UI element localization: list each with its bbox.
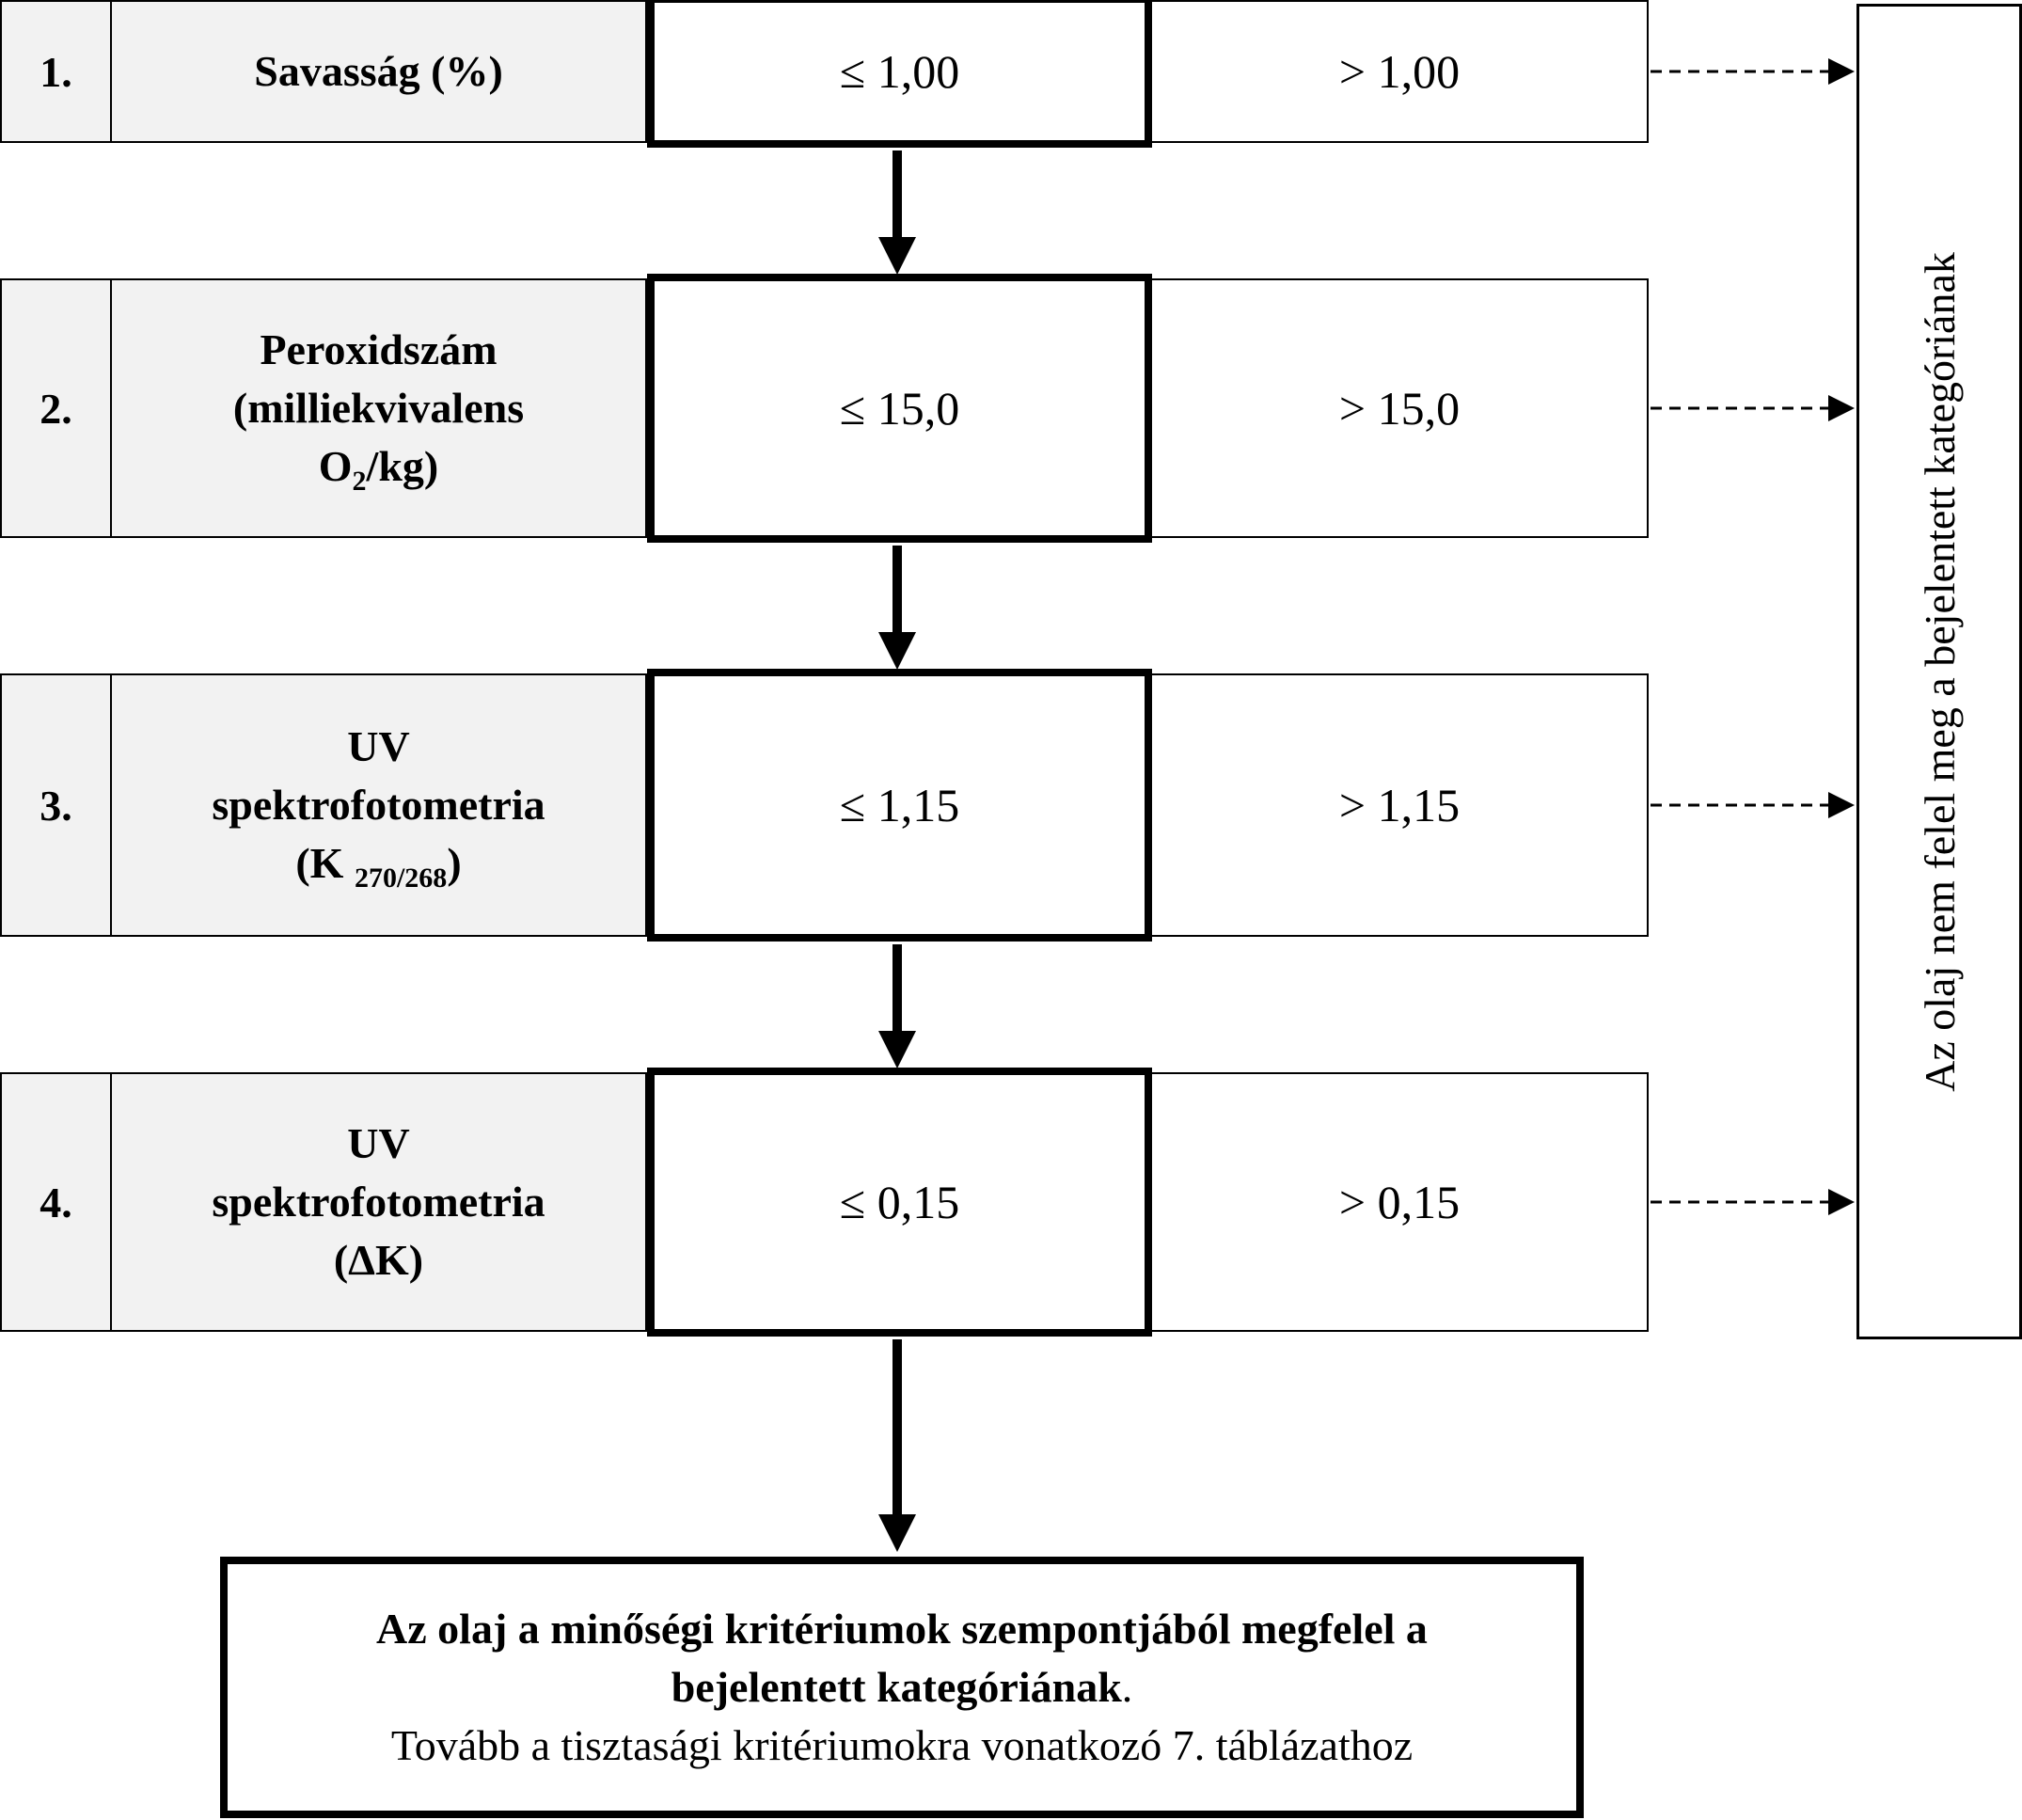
criterion-label: UV spektrofotometria (ΔK) [110,1072,647,1332]
down-arrow [878,1339,916,1552]
fail-threshold-box: > 15,0 [1150,278,1649,538]
reject-arrow [1651,1189,1855,1215]
formula-unit: /kg) [366,442,439,490]
result-normal-line: Tovább a tisztasági kritériumokra vonatk… [390,1721,1414,1769]
criterion-line: spektrofotometria [212,1178,545,1226]
fail-threshold-box: > 1,15 [1150,673,1649,937]
reject-arrow [1651,58,1855,85]
reject-arrow [1651,395,1855,421]
result-bold-line-2: bejelentett kategóriának. [671,1658,1133,1717]
criterion-label: UV spektrofotometria (K 270/268) [110,673,647,937]
pass-threshold-box: ≤ 0,15 [647,1068,1152,1337]
result-bold-line: Az olaj a minőségi kritériumok szempontj… [376,1605,1428,1653]
criterion-line: (milliekvivalens [232,384,525,432]
result-period: . [1121,1663,1133,1711]
row-number: 1. [0,0,112,143]
criterion-label: Peroxidszám (milliekvivalens O2/kg) [110,278,647,538]
down-arrow [878,546,916,670]
criterion-line: O2/kg) [319,437,438,496]
criterion-line: spektrofotometria [212,781,545,829]
criterion-line: Peroxidszám [260,325,498,373]
criterion-line: (ΔK) [333,1236,424,1284]
criterion-label: Savasság (%) [110,0,647,143]
result-box: Az olaj a minőségi kritériumok szempontj… [220,1557,1584,1818]
criterion-row-2: 2. Peroxidszám (milliekvivalens O2/kg) ≤… [0,274,1649,543]
rejection-text: Az olaj nem felel meg a bejelentett kate… [1915,251,1964,1092]
reject-arrow [1651,792,1855,818]
down-arrow [878,944,916,1068]
formula-k: (K [295,839,355,887]
pass-threshold-box: ≤ 1,15 [647,669,1152,942]
formula-close: ) [447,839,462,887]
row-number: 3. [0,673,112,937]
rejection-box: Az olaj nem felel meg a bejelentett kate… [1856,4,2022,1339]
criterion-line: UV [347,1119,410,1167]
result-bold-text: bejelentett kategóriának [671,1663,1122,1711]
formula-subscript: 270/268 [354,863,448,894]
criterion-line: UV [347,722,410,770]
row-number: 4. [0,1072,112,1332]
formula-subscript: 2 [352,466,367,498]
fail-threshold-box: > 0,15 [1150,1072,1649,1332]
formula-o: O [318,442,353,490]
fail-threshold-box: > 1,00 [1150,0,1649,143]
down-arrow [878,150,916,275]
criterion-row-3: 3. UV spektrofotometria (K 270/268) ≤ 1,… [0,669,1649,942]
pass-threshold-box: ≤ 1,00 [647,0,1152,148]
criterion-row-1: 1. Savasság (%) ≤ 1,00 > 1,00 [0,0,1649,148]
row-number: 2. [0,278,112,538]
pass-threshold-box: ≤ 15,0 [647,274,1152,543]
criterion-line: (K 270/268) [295,834,461,893]
criterion-line: Savasság (%) [254,47,503,95]
criterion-row-4: 4. UV spektrofotometria (ΔK) ≤ 0,15 > 0,… [0,1068,1649,1337]
